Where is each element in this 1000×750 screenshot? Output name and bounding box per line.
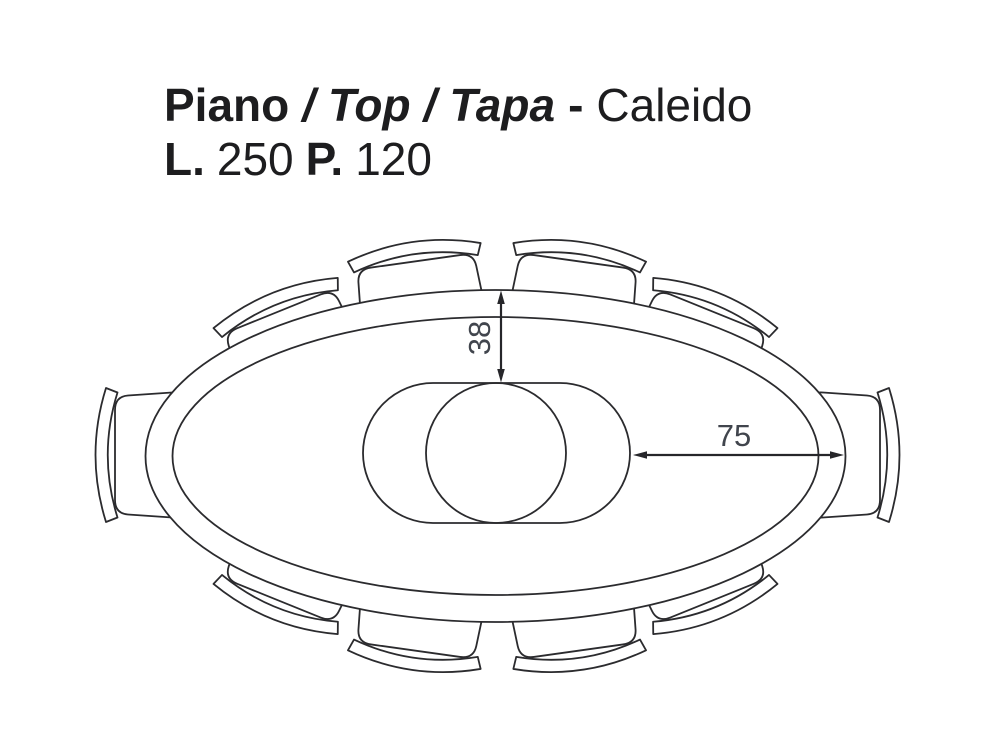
- dimension-horizontal-75: 75: [633, 418, 844, 459]
- title-product-name: Caleido: [596, 79, 753, 131]
- title-separator-2: /: [423, 79, 437, 131]
- depth-value: 120: [355, 133, 432, 185]
- title-piano: Piano: [164, 79, 290, 131]
- arrowhead-left-icon: [633, 451, 647, 459]
- arrowhead-down-icon: [497, 369, 505, 383]
- depth-label: P.: [305, 133, 344, 185]
- pedestal-column-circle: [425, 382, 567, 524]
- arrowhead-right-icon: [830, 451, 844, 459]
- length-label: L.: [164, 133, 205, 185]
- pedestal-base-outline: [362, 382, 631, 524]
- title-separator-1: /: [302, 79, 316, 131]
- length-value: 250: [216, 133, 294, 185]
- dimension-vertical-38: 38: [462, 290, 505, 383]
- product-title: Piano/Top/Tapa-Caleido: [164, 78, 752, 132]
- title-dash: -: [568, 79, 584, 131]
- title-tapa: Tapa: [449, 79, 556, 131]
- title-top: Top: [328, 79, 411, 131]
- dimension-horizontal-label: 75: [717, 418, 751, 453]
- arrowhead-up-icon: [497, 290, 505, 304]
- dimension-vertical-label: 38: [462, 321, 497, 355]
